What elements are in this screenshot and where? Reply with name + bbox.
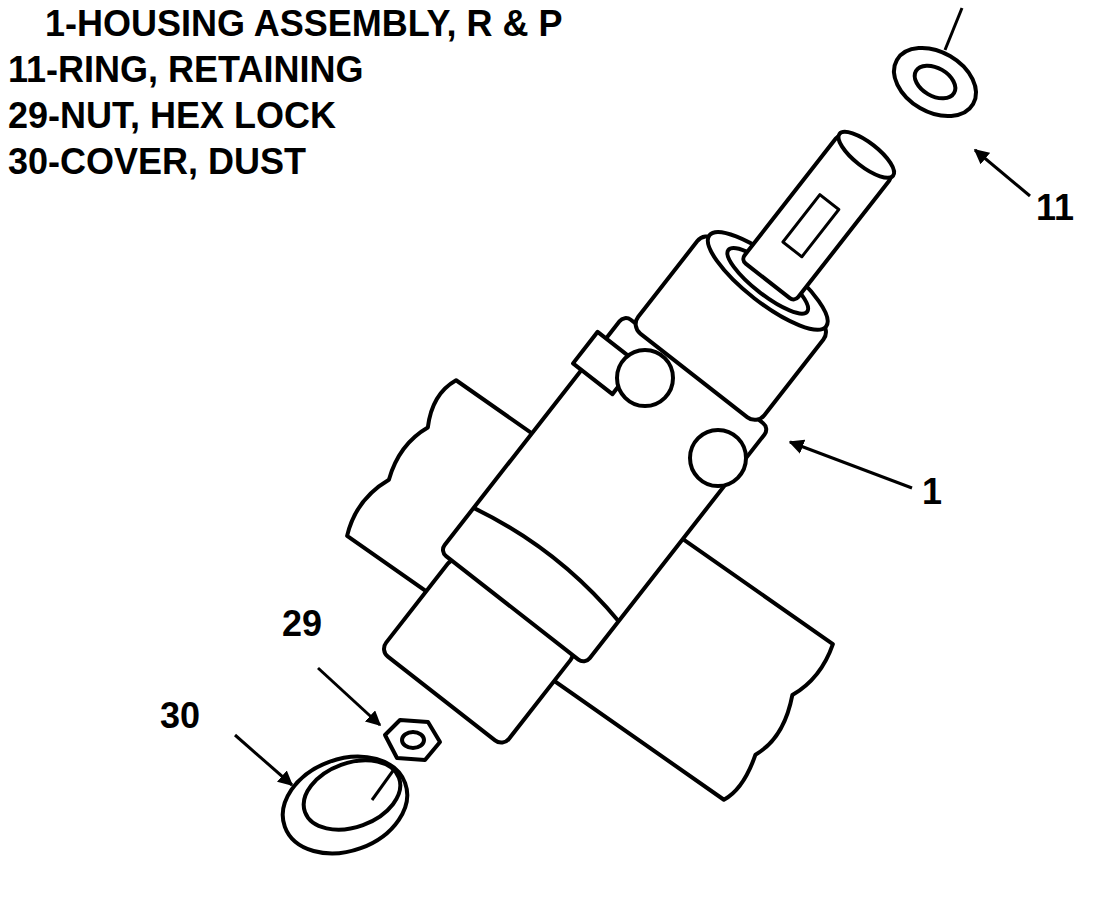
parts-list-entry: 29-NUT, HEX LOCK (8, 98, 336, 134)
leader-line (790, 442, 912, 488)
callout-number: 1 (922, 474, 942, 510)
leader-line (318, 668, 380, 725)
retaining-ring (882, 34, 988, 130)
parts-list-entry: 11-RING, RETAINING (8, 52, 363, 88)
axis-line (945, 8, 962, 50)
leader-line (235, 735, 292, 785)
dust-cover (269, 740, 421, 870)
parts-list-entry: 30-COVER, DUST (8, 144, 306, 180)
axis-line (372, 768, 395, 800)
bolt-head (617, 350, 673, 406)
callout-number: 11 (1036, 190, 1074, 226)
callout-number: 30 (160, 698, 200, 734)
leader-line (975, 150, 1030, 196)
bolt-head (690, 430, 746, 486)
hex-nut (385, 720, 440, 760)
pinion-tower (369, 89, 946, 755)
callout-number: 29 (282, 606, 322, 642)
parts-list-entry: 1-HOUSING ASSEMBLY, R & P (45, 6, 562, 42)
